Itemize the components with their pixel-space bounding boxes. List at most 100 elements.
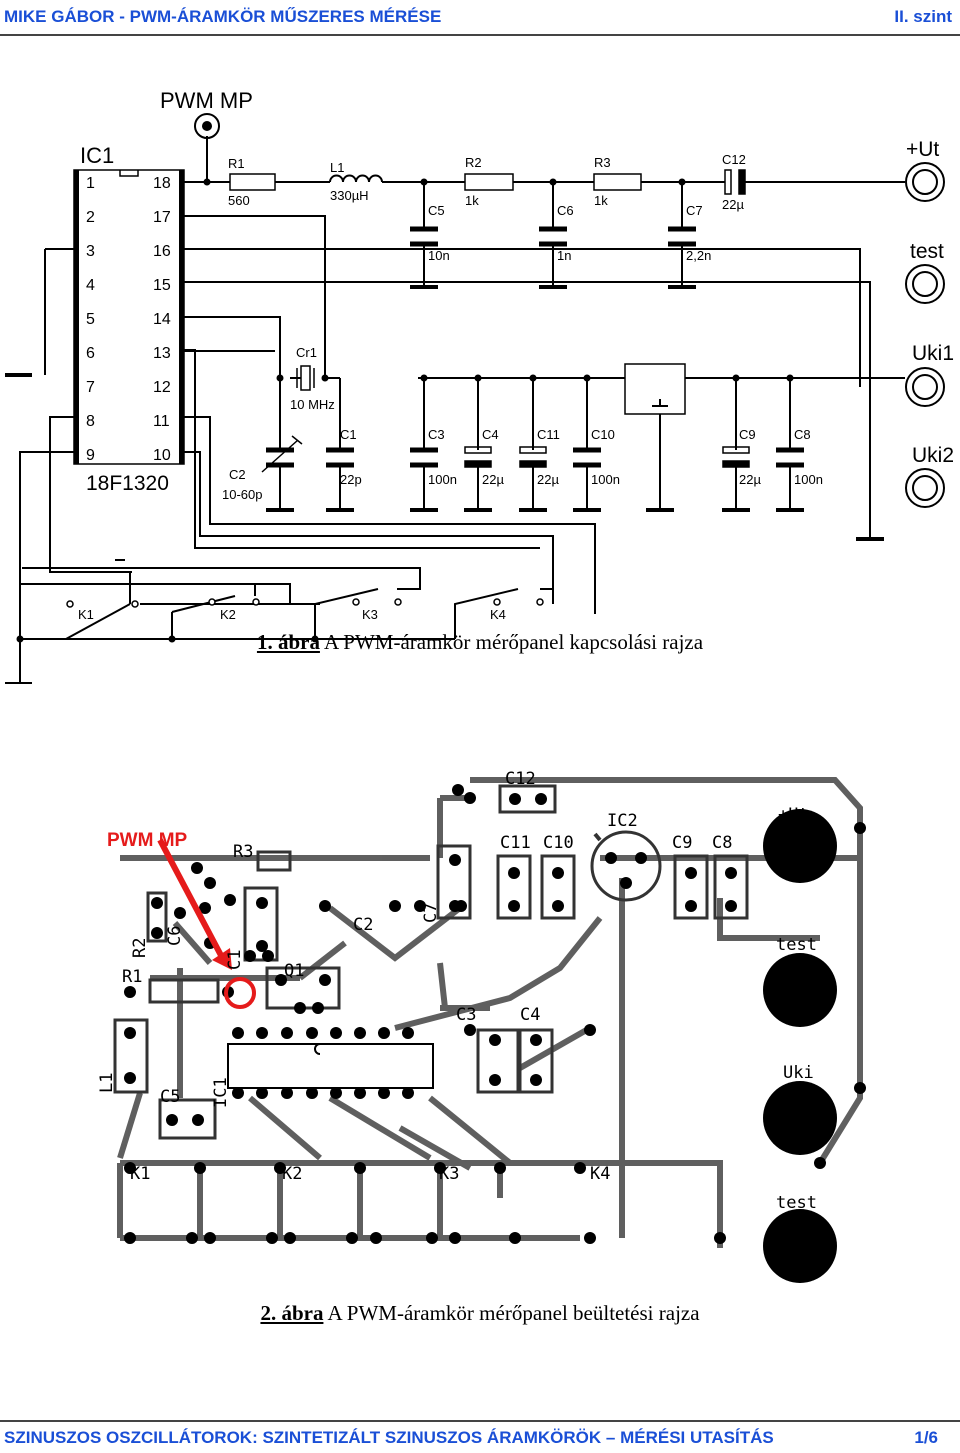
figure1-caption-text: A PWM-áramkör mérőpanel kapcsolási rajza [324, 630, 704, 654]
pcb-pad [266, 1232, 278, 1244]
pcb-c8: C8 [712, 833, 732, 853]
electrolytic-capacitors [464, 169, 750, 468]
pcb-pad [378, 1027, 390, 1039]
ic1-pin-right: 10 [153, 447, 171, 464]
c11-value: 22µ [537, 472, 559, 487]
ic1-pin-left: 3 [86, 243, 95, 260]
ic1-pin-right: 11 [153, 413, 170, 430]
pcb-pad [414, 900, 426, 912]
c3-label: C3 [428, 427, 445, 442]
pcb-pad [124, 1162, 136, 1174]
pcb-pad [191, 862, 203, 874]
k3-label: K3 [362, 607, 378, 622]
pcb-terminal-uki [763, 1081, 837, 1155]
c2-value: 10-60p [222, 487, 262, 502]
pcb-pad [192, 1114, 204, 1126]
pcb-pad [232, 1027, 244, 1039]
k1-label: K1 [78, 607, 94, 622]
pcb-pad [151, 927, 163, 939]
c3-value: 100n [428, 472, 457, 487]
pcb-pad [508, 900, 520, 912]
pcb-pad [281, 1027, 293, 1039]
pcb-pad [224, 894, 236, 906]
pcb-pad [402, 1087, 414, 1099]
pcb-pad [452, 784, 464, 796]
pcb-pad [194, 1162, 206, 1174]
pcb-pad [354, 1162, 366, 1174]
c8-label: C8 [794, 427, 811, 442]
c6-value: 1n [557, 248, 571, 263]
r2-label: R2 [465, 155, 482, 170]
c10-label: C10 [591, 427, 615, 442]
pcb-pad [256, 1087, 268, 1099]
r1-value: 560 [228, 193, 250, 208]
r2-value: 1k [465, 193, 479, 208]
c10-value: 100n [591, 472, 620, 487]
pcb-pad [378, 1087, 390, 1099]
figure1-number: 1. ábra [256, 630, 320, 654]
pcb-pad [199, 902, 211, 914]
pcb-pad [232, 1087, 244, 1099]
ut-label: +Ut [906, 138, 939, 161]
pcb-k2: K2 [282, 1164, 302, 1184]
capacitor-symbols [266, 226, 804, 468]
resistor-symbols [229, 173, 642, 191]
pcb-test2: test [776, 1193, 817, 1213]
pcb-pad [535, 793, 547, 805]
pcb-pad [464, 1024, 476, 1036]
pcb-terminals [763, 809, 837, 1283]
ic1-label: IC1 [80, 143, 114, 168]
pcb-k1: K1 [130, 1164, 150, 1184]
c6-label: C6 [557, 203, 574, 218]
pcb-pad [685, 867, 697, 879]
pcb-pad [426, 1232, 438, 1244]
pcb-pad [330, 1087, 342, 1099]
pcb-pad [725, 900, 737, 912]
pcb-pad [124, 986, 136, 998]
pcb-pad [530, 1034, 542, 1046]
c4-value: 22µ [482, 472, 504, 487]
pcb-pad [509, 1232, 521, 1244]
pwm-mp-label: PWM MP [160, 88, 253, 113]
pcb-pad [262, 950, 274, 962]
c12-label: C12 [722, 152, 746, 167]
pcb-q1: Q1 [284, 961, 304, 981]
schematic-diagram: PWM MP IC1 18F1320 R1 560 L1 330µH R2 1k… [5, 88, 954, 684]
uki2-label: Uki2 [912, 444, 954, 467]
pcb-pad [306, 1027, 318, 1039]
c1-label: C1 [340, 427, 357, 442]
figure2-caption: 2. ábra A PWM-áramkör mérőpanel beülteté… [0, 1301, 960, 1326]
figure2-number: 2. ábra [260, 1301, 324, 1325]
pcb-pad [354, 1027, 366, 1039]
pcb-labels: PWM MP C12 IC2 R3 C11 C10 C9 C8 +Ut C2 C… [97, 769, 817, 1213]
pcb-terminal-ut [763, 809, 837, 883]
pcb-pad [174, 907, 186, 919]
pcb-pad [552, 900, 564, 912]
pcb-layout-diagram: PWM MP C12 IC2 R3 C11 C10 C9 C8 +Ut C2 C… [97, 769, 866, 1283]
pcb-ic1 [227, 1043, 434, 1089]
pcb-c4: C4 [520, 1005, 540, 1025]
switch-contacts [66, 598, 544, 608]
pcb-pad [354, 1087, 366, 1099]
pcb-ut: +Ut [778, 805, 809, 825]
pcb-pad [312, 1002, 324, 1014]
pcb-c2: C2 [353, 915, 373, 935]
c5-label: C5 [428, 203, 445, 218]
pcb-pad [530, 1074, 542, 1086]
ic1-pin-left: 9 [86, 447, 95, 464]
page-footer: SZINUSZOS OSZCILLÁTOROK: SZINTETIZÁLT SZ… [0, 1420, 960, 1453]
junction-dots [16, 178, 794, 643]
pcb-pad [204, 877, 216, 889]
pcb-pad [281, 1087, 293, 1099]
pcb-pad [685, 900, 697, 912]
pcb-traces [117, 777, 863, 1248]
pcb-uki: Uki [783, 1063, 814, 1083]
schematic-labels: PWM MP IC1 18F1320 R1 560 L1 330µH R2 1k… [78, 88, 954, 622]
terminal-test [905, 264, 945, 304]
ic1-pin-right: 16 [153, 243, 171, 260]
c4-label: C4 [482, 427, 499, 442]
figure2-caption-text: A PWM-áramkör mérőpanel beültetési rajza [327, 1301, 700, 1325]
c12-value: 22µ [722, 197, 744, 212]
pcb-pad [244, 950, 256, 962]
